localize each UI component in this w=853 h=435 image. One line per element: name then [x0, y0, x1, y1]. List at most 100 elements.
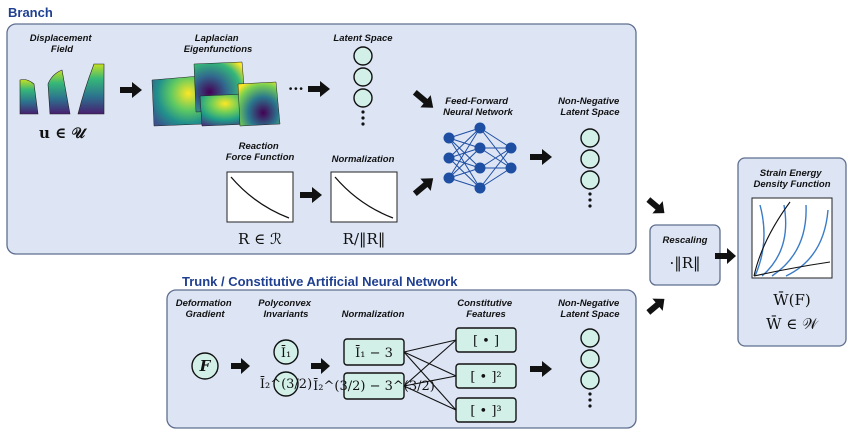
nonneg-dot — [588, 398, 592, 402]
branch-section-title: Branch — [8, 5, 53, 20]
displacement-shape-3 — [77, 63, 105, 115]
feed-forward-network — [443, 122, 517, 194]
nonneg-dot — [588, 198, 592, 202]
feature-box-2 — [455, 363, 517, 389]
ffnn-title: Feed-Forward Neural Network — [443, 96, 513, 118]
nonneg-node — [580, 128, 600, 148]
arrow-ffnn-to-nonneg — [530, 149, 552, 165]
branch-nonneg-column — [580, 128, 600, 208]
nonneg-dot — [588, 404, 592, 408]
trunk-nonneg-column — [580, 328, 600, 408]
arrow-F-to-invariants — [231, 358, 250, 374]
nn-connection — [479, 127, 512, 149]
rescaling-title: Rescaling — [663, 235, 708, 246]
deformation-label: F — [199, 357, 212, 375]
nonneg-node — [580, 370, 600, 390]
polyconvex-title: Polyconvex Invariants — [258, 298, 313, 320]
connection-line — [403, 339, 457, 353]
connection-line — [403, 351, 457, 377]
rescaling-label: ·‖R‖ — [669, 254, 700, 272]
nonneg-node — [580, 328, 600, 348]
latent-dot — [361, 116, 365, 120]
norm-label-2: Ī₂^(3/2) − 3^(3/2) — [313, 378, 435, 394]
nn-node — [505, 142, 517, 154]
feature-label-3: [ • ]³ — [470, 404, 501, 419]
connection-line — [403, 385, 457, 411]
nn-connection — [479, 167, 512, 189]
latent-dot — [361, 122, 365, 126]
nonneg-dot — [588, 192, 592, 196]
nonneg-dot — [588, 392, 592, 396]
arrow-features-to-nonneg — [530, 361, 552, 377]
nn-connection — [448, 127, 481, 159]
latent-space-column — [353, 46, 373, 126]
contour-line — [761, 204, 787, 277]
feature-connections — [403, 339, 457, 411]
invariant-I2-label: Ī₂^(3/2) — [260, 376, 312, 392]
nn-connection — [479, 147, 512, 169]
deformation-node — [191, 352, 219, 380]
feature-label-2: [ • ]² — [470, 370, 501, 385]
nn-node — [474, 162, 486, 174]
strain-energy-plot — [751, 197, 833, 279]
laplacian-title: Laplacian Eigenfunctions — [184, 33, 253, 55]
nn-connection — [479, 147, 512, 189]
nn-connection — [448, 147, 481, 179]
displacement-field-shapes — [19, 63, 105, 115]
trunk-nonneg-title: Non-Negative Latent Space — [558, 298, 622, 320]
eigenfunction-4 — [237, 81, 281, 127]
branch-nonneg-title: Non-Negative Latent Space — [558, 96, 622, 118]
contour-line — [785, 209, 829, 277]
connection-line — [403, 339, 457, 387]
feature-box-3 — [455, 397, 517, 423]
nonneg-node — [580, 149, 600, 169]
arrow-branch-to-rescaling — [646, 197, 665, 214]
branch-panel — [6, 23, 637, 255]
nonneg-node — [580, 170, 600, 190]
invariant-I1-node — [273, 339, 299, 365]
branch-normalization-title: Normalization — [332, 154, 395, 165]
eigen-ellipsis: ··· — [288, 80, 304, 98]
arrow-latent-to-ffnn — [412, 89, 434, 108]
nonneg-node — [580, 349, 600, 369]
strain-energy-label-1: W̄(F) — [773, 291, 811, 309]
connection-line — [403, 375, 457, 387]
feature-box-1 — [455, 327, 517, 353]
contour-line — [754, 204, 765, 277]
strain-energy-boundary — [753, 261, 831, 277]
latent-node — [353, 88, 373, 108]
invariant-I2-node — [273, 371, 299, 397]
arrow-invariants-to-normalization — [311, 358, 330, 374]
reaction-title: Reaction Force Function — [226, 141, 295, 163]
norm-label-1: Ī₁ − 3 — [355, 345, 393, 361]
nonneg-dot — [588, 204, 592, 208]
branch-normalization-label: R/‖R‖ — [343, 230, 386, 248]
strain-energy-title: Strain Energy Density Function — [753, 168, 830, 190]
invariant-I1-label: Ī₁ — [281, 345, 291, 361]
deformation-title: Deformation Gradient — [176, 298, 235, 320]
latent-node — [353, 46, 373, 66]
arrow-rescaling-to-strain — [715, 248, 736, 264]
arrow-displacement-to-eigen — [120, 82, 142, 98]
trunk-section-title: Trunk / Constitutive Artificial Neural N… — [182, 274, 458, 289]
reaction-curve — [230, 176, 290, 219]
eigenfunction-stack — [151, 61, 281, 127]
normalization-plot — [330, 171, 398, 223]
nn-node — [474, 182, 486, 194]
nn-node — [505, 162, 517, 174]
displacement-label: u ∈ 𝒰 — [39, 124, 87, 142]
strain-energy-label-2: W̄ ∈ 𝒲 — [766, 315, 819, 333]
strain-energy-boundary — [753, 201, 791, 277]
latent-node — [353, 67, 373, 87]
trunk-normalization-title: Normalization — [342, 309, 405, 320]
normalization-curve — [334, 176, 394, 219]
feature-label-1: [ • ] — [473, 334, 499, 349]
arrow-normalization-to-ffnn — [412, 178, 434, 197]
nn-node — [443, 152, 455, 164]
arrow-eigen-to-latent — [308, 81, 330, 97]
arrow-reaction-to-normalization — [300, 187, 322, 203]
displacement-title: Displacement Field — [30, 33, 94, 55]
arrow-trunk-to-rescaling — [646, 298, 665, 315]
latent-dot — [361, 110, 365, 114]
